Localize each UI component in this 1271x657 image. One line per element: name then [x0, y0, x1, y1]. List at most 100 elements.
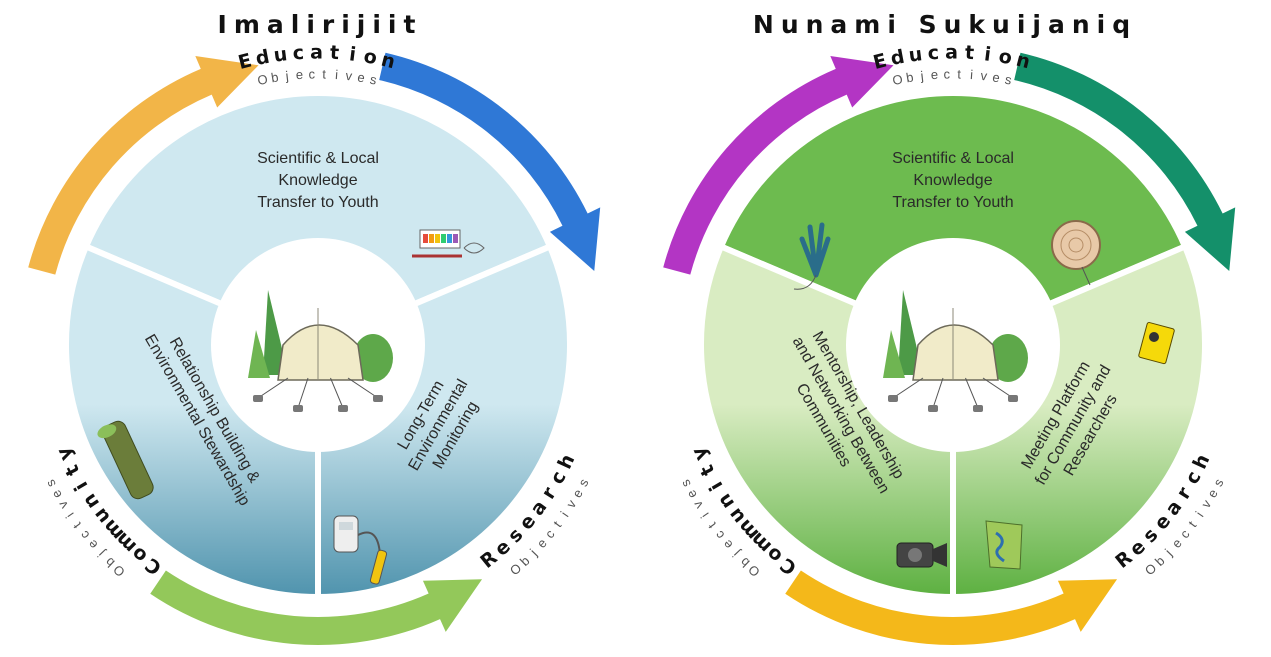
research-sub-label-char: t [550, 518, 564, 530]
education-sub-label-char: t [957, 66, 961, 81]
log-icon [97, 420, 154, 500]
research-sub-label-char: i [1192, 509, 1206, 520]
camp-tent-icon [248, 290, 393, 412]
education-sub-label-char: v [980, 68, 989, 84]
education-label-char: a [945, 42, 961, 64]
arrow-research-to-community [785, 570, 1118, 645]
arrow-education-to-research [1014, 52, 1236, 271]
education-label-char: t [329, 42, 342, 65]
community-sub-label-char: v [55, 498, 71, 512]
map-icon [985, 520, 1023, 570]
research-sub-label-char: s [1210, 476, 1227, 489]
education-label-char: a [310, 42, 326, 64]
research-sub-label-char: e [569, 486, 586, 500]
education-sub-label-char: e [356, 69, 366, 85]
education-label-char: c [927, 42, 943, 65]
education-sub-label-char: s [1004, 72, 1014, 88]
community-sub-label-char: e [720, 537, 736, 552]
research-sub-label-char: e [1169, 536, 1185, 551]
community-sub-label-char: t [70, 519, 84, 531]
education-sub-label-char: O [256, 71, 269, 88]
education-sub-label-char: i [335, 67, 339, 82]
community-sub-label-char: s [42, 477, 59, 490]
panel-title-nunami-sukuijaniq: Nunami Sukuijaniq [752, 10, 1138, 39]
education-sub-label-char: e [295, 67, 303, 82]
community-sub-label-char: j [95, 547, 109, 560]
sector-education [82, 90, 554, 349]
arrow-community-to-education [28, 55, 259, 275]
education-sub-label-char: v [345, 68, 354, 84]
education-sub-label-char: s [369, 72, 379, 88]
education-sub-label-char: e [930, 67, 938, 82]
community-label: Community [686, 441, 801, 579]
education-label-char: E [871, 49, 892, 74]
education-sub-label-char: i [970, 67, 974, 82]
panel-title-imalirijiit: Imalirijiit [217, 10, 423, 39]
research-sub-label-char: c [542, 526, 558, 541]
education-sub-label-char: t [322, 66, 326, 81]
research-sub-label-char: e [1204, 486, 1221, 500]
education-label-char: E [236, 49, 257, 74]
community-sub-label-char: j [730, 547, 744, 560]
education-label-char: o [362, 45, 382, 70]
education-sub-label-char: e [991, 69, 1001, 85]
community-sub-label-char: t [705, 519, 719, 531]
education-label-char: u [272, 43, 291, 67]
community-sub-label-char: c [76, 528, 92, 543]
arrow-education-to-research [379, 52, 601, 271]
education-label-char: i [983, 43, 995, 66]
education-sub-label-char: b [270, 69, 280, 85]
education-label-char: d [889, 45, 909, 70]
community-sub-label-char: e [85, 537, 101, 552]
education-label-char: n [1014, 49, 1035, 74]
research-sub-label-char: v [563, 497, 579, 511]
community-label-char: y [51, 441, 77, 464]
education-label-char: d [254, 45, 274, 70]
community-sub-label-char: i [63, 510, 77, 521]
camp-tent-icon [883, 290, 1028, 412]
education-label-char: u [907, 43, 926, 67]
education-sub-label-char: b [905, 69, 915, 85]
education-label-char: t [964, 42, 977, 65]
plant-sample-icon [793, 222, 831, 290]
community-label-char: y [686, 441, 712, 464]
research-sub-label-char: v [1198, 497, 1214, 511]
research-sub-label-char: t [1185, 518, 1199, 530]
education-sub-label-char: j [919, 68, 925, 83]
video-camera-icon [896, 542, 947, 568]
research-sub-label-char: c [1177, 526, 1193, 541]
research-sub-label-char: i [557, 509, 571, 520]
research-sub-label-char: j [526, 546, 540, 559]
education-sub-label-char: O [891, 71, 904, 88]
field-notebook-icon [1138, 322, 1175, 365]
education-label-char: i [348, 43, 360, 66]
education-label-char: c [292, 42, 308, 65]
art-supplies-icon [412, 229, 485, 258]
research-sub-label-char: s [575, 476, 592, 489]
sector-education [717, 90, 1189, 349]
education-label-char: n [379, 49, 400, 74]
community-sub-label-char: e [48, 488, 65, 502]
education-label-char: o [997, 45, 1017, 70]
community-sub-label-char: i [698, 510, 712, 521]
arrow-research-to-community [150, 570, 483, 645]
research-sub-label-char: e [534, 536, 550, 551]
community-sub-label-char: s [677, 477, 694, 490]
community-sub-label-char: c [711, 528, 727, 543]
education-sub-label-char: j [284, 68, 290, 83]
education-sub-label-char: c [943, 66, 950, 81]
water-probe-icon [333, 515, 388, 585]
community-sub-label-char: v [690, 498, 706, 512]
tree-cookie-icon [1051, 220, 1101, 286]
research-sub-label-char: j [1161, 546, 1175, 559]
community-sub-label-char: e [683, 488, 700, 502]
arrow-community-to-education [663, 55, 894, 275]
